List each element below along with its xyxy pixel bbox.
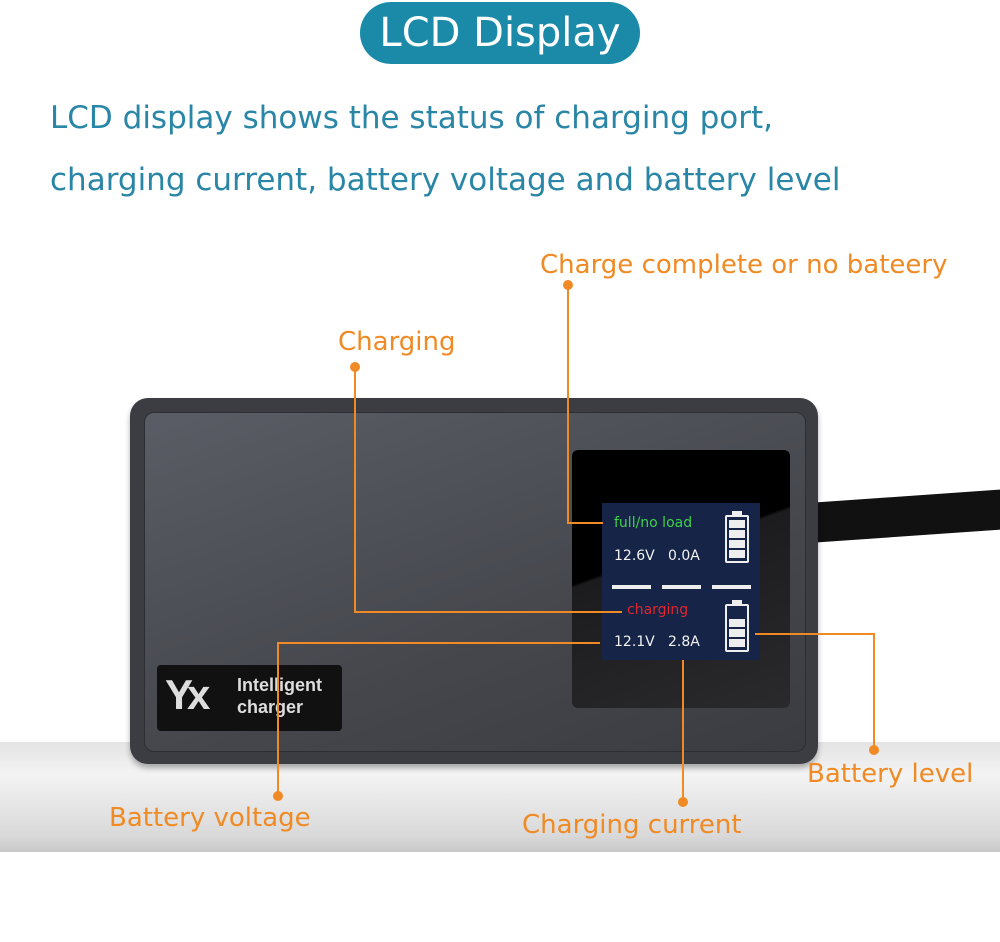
label-charge-complete: Charge complete or no bateery xyxy=(540,250,948,280)
logo-line-2: charger xyxy=(237,697,304,717)
divider xyxy=(612,585,651,589)
label-charging-current: Charging current xyxy=(522,810,742,840)
battery-full-icon xyxy=(725,511,749,563)
label-battery-level: Battery level xyxy=(807,759,974,789)
bottom-voltage: 12.1V xyxy=(614,634,655,650)
battery-partial-icon xyxy=(725,600,749,652)
top-current: 0.0A xyxy=(668,548,700,564)
label-battery-voltage: Battery voltage xyxy=(109,803,311,833)
logo-line-1: Intelligent xyxy=(237,675,322,695)
subtitle-line-1: LCD display shows the status of charging… xyxy=(50,100,774,136)
bottom-current: 2.8A xyxy=(668,634,700,650)
brand-logo: Yx Intelligent charger xyxy=(157,665,342,731)
title-badge: LCD Display xyxy=(360,2,640,64)
top-voltage: 12.6V xyxy=(614,548,655,564)
logo-mark: Yx xyxy=(165,671,210,718)
label-charging: Charging xyxy=(338,327,456,357)
divider xyxy=(662,585,701,589)
status-charging: charging xyxy=(627,602,689,618)
status-full: full/no load xyxy=(614,515,693,531)
divider xyxy=(712,585,751,589)
subtitle-line-2: charging current, battery voltage and ba… xyxy=(50,162,841,198)
